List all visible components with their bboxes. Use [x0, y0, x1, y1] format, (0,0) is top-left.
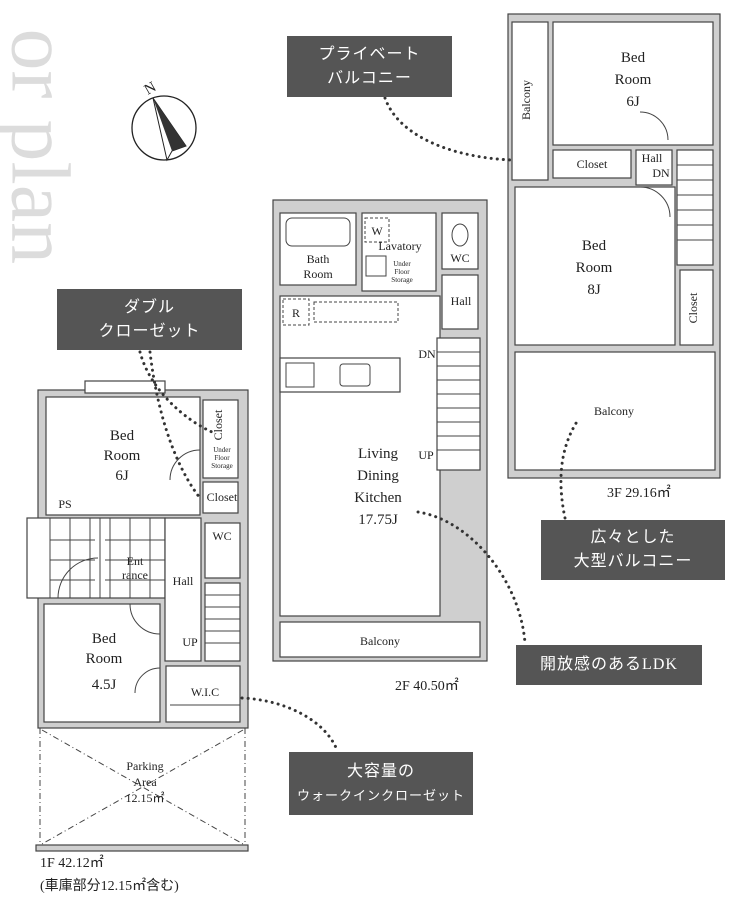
wic-room — [165, 665, 241, 723]
room-label: Storage — [211, 462, 232, 470]
room-label: Room — [86, 651, 123, 667]
floor-3: Balcony Bed Room 6J Closet Hall DN Bed R… — [507, 13, 721, 501]
room-label: Hall — [642, 151, 663, 165]
room-label: クローゼット — [98, 322, 201, 340]
wc-1f — [204, 522, 241, 579]
closet-1f-a — [202, 399, 239, 479]
room-label: 開放感のあるLDK — [540, 656, 678, 673]
room-label: PS — [58, 497, 71, 511]
room-label: Room — [104, 448, 141, 464]
room-label: Area — [133, 775, 157, 789]
compass-north-label: N — [142, 79, 160, 98]
room-label: プライベート — [318, 45, 421, 63]
room-label: WC — [212, 529, 231, 543]
room-label: Dining — [357, 468, 399, 484]
callout-big-balcony: 広々とした大型バルコニー — [541, 520, 725, 580]
bedroom-8j — [514, 186, 676, 346]
stairs-1f — [204, 582, 241, 662]
callout-open-ldk: 開放感のあるLDK — [516, 645, 702, 685]
balcony-2f — [279, 621, 481, 658]
room-label: 8J — [587, 282, 601, 298]
room-label: Bed — [621, 50, 646, 66]
bath-room — [279, 212, 357, 286]
room-label: 大容量の — [346, 762, 415, 780]
room-label: 1F 42.12㎡ — [40, 855, 104, 871]
room-label: Under — [213, 446, 231, 454]
lavatory — [361, 212, 437, 292]
room-label: Closet — [211, 409, 225, 440]
room-label: 4.5J — [92, 677, 117, 693]
bedroom-6j-1f — [45, 396, 201, 516]
room-label: Closet — [207, 490, 238, 504]
bedroom-4-5j — [43, 603, 161, 723]
bedroom-6j-3f — [552, 21, 714, 146]
wc-2f — [441, 212, 479, 270]
hall-3f — [635, 149, 673, 186]
balcony-3f — [514, 351, 716, 471]
callout-private-balcony: プライベートバルコニー — [287, 36, 452, 97]
room-label: Balcony — [360, 634, 400, 648]
room-label: Bed — [92, 631, 117, 647]
room-label: 広々とした — [590, 529, 676, 546]
room-label: R — [292, 306, 300, 320]
room-label: 大型バルコニー — [573, 553, 693, 570]
callout-wic: 大容量のウォークインクローゼット — [289, 752, 473, 815]
room-label: 6J — [626, 94, 640, 110]
room-label: Ent — [127, 554, 144, 568]
callout-double-closet: ダブルクローゼット — [57, 289, 242, 350]
room-label: Room — [576, 260, 613, 276]
room-label: バルコニー — [327, 69, 412, 87]
room-label: Room — [615, 72, 652, 88]
room-label: Under — [393, 260, 411, 268]
room-label: Room — [303, 267, 333, 281]
room-label: Balcony — [519, 80, 533, 120]
room-label: Closet — [686, 292, 700, 323]
room-label: Storage — [391, 276, 412, 284]
hall-1f — [164, 517, 202, 662]
room-label: W.I.C — [191, 685, 219, 699]
callout-leaders — [138, 96, 580, 752]
balcony-3f-small — [511, 21, 549, 181]
room-label: Hall — [173, 574, 194, 588]
room-label: ウォークインクローゼット — [296, 787, 465, 803]
room-label: 12.15㎡ — [125, 791, 164, 805]
room-label: 3F 29.16㎡ — [607, 485, 671, 501]
room-label: Bed — [582, 238, 607, 254]
room-label: Living — [358, 446, 398, 462]
room-label: Floor — [394, 268, 410, 276]
room-label: Parking — [126, 759, 163, 773]
room-label: 2F 40.50㎡ — [395, 678, 459, 694]
floor-2: Bath Room W Lavatory Under Floor Storage… — [272, 199, 488, 694]
room-label: ダブル — [123, 298, 175, 316]
room-label: Lavatory — [378, 239, 421, 253]
room-label: Bath — [307, 252, 330, 266]
room-label: DN — [418, 347, 436, 361]
ldk — [279, 295, 441, 617]
room-label: rance — [122, 568, 148, 582]
room-label: (車庫部分12.15㎡含む) — [40, 877, 179, 894]
room-label: Hall — [451, 294, 472, 308]
room-label: Kitchen — [354, 490, 402, 506]
room-label: W — [371, 224, 383, 238]
compass-icon: N — [131, 79, 197, 162]
room-label: UP — [182, 635, 198, 649]
closet-3f-b — [679, 269, 714, 346]
room-label: 6J — [115, 468, 129, 484]
room-label: UP — [418, 448, 434, 462]
floor-1: Bed Room 6J Closet Under Floor Storage C… — [26, 380, 249, 894]
room-label: Balcony — [594, 404, 634, 418]
room-label: Bed — [110, 428, 135, 444]
hall-2f — [441, 274, 479, 330]
stairs-3f — [676, 149, 714, 266]
room-label: Closet — [577, 157, 608, 171]
stairs-2f — [436, 337, 481, 471]
room-label: WC — [450, 251, 469, 265]
room-label: 17.75J — [358, 512, 398, 528]
room-label: DN — [652, 166, 670, 180]
room-label: Floor — [214, 454, 230, 462]
closet-1f-b — [202, 481, 239, 514]
closet-3f-a — [552, 149, 632, 179]
